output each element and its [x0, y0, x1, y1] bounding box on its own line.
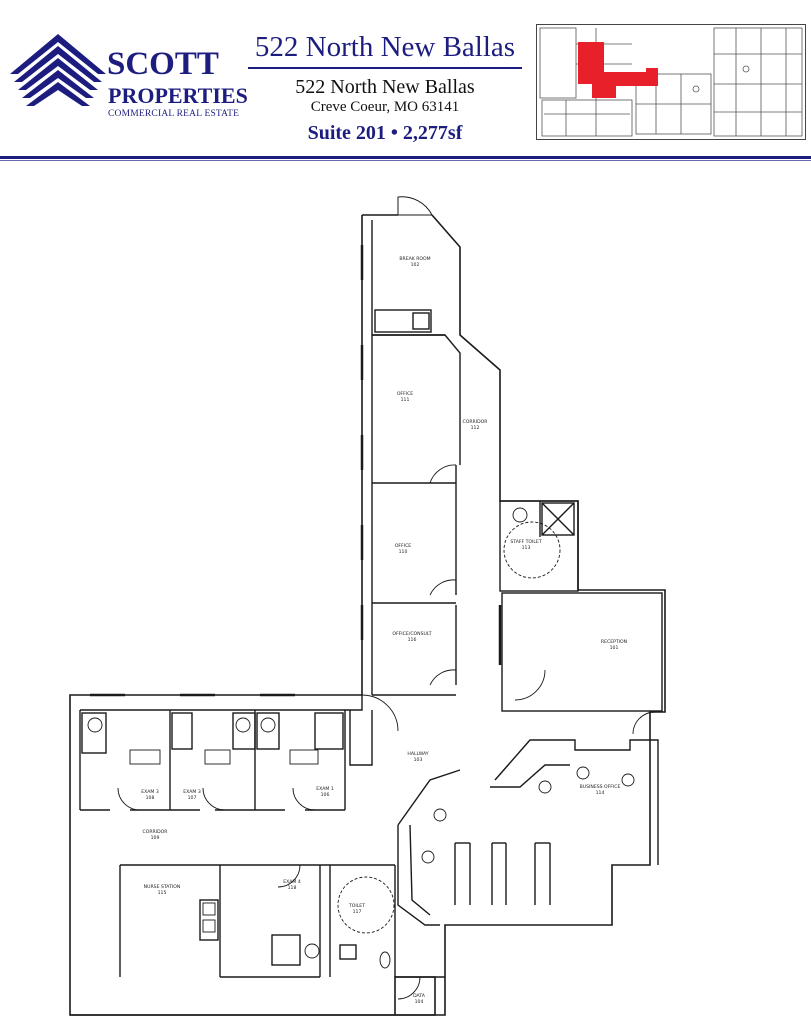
room-label-staff-toilet: STAFF TOILET: [510, 539, 541, 545]
room-label-exam-107: EXAM 3: [183, 789, 201, 795]
room-label-corridor-109: CORRIDOR: [143, 829, 169, 835]
sink-icon: [260, 717, 276, 733]
sink-icon: [235, 717, 251, 733]
room-label-office-110: OFFICE: [395, 543, 411, 549]
room-label-exam-108: EXAM 3: [141, 789, 159, 795]
suite-highlight: [578, 42, 658, 98]
header-rule-thin: [0, 160, 811, 161]
room-number-office-111: 111: [401, 397, 410, 403]
room-number-exam-108: 108: [146, 795, 155, 801]
page-title: 522 North New Ballas: [254, 31, 516, 63]
room-number-corridor-109: 109: [151, 835, 160, 841]
room-label-corridor-112: CORRIDOR: [463, 419, 489, 425]
key-plan: [536, 24, 806, 140]
title-block: 522 North New Ballas 522 North New Balla…: [240, 30, 530, 145]
room-label-exam-4: EXAM 4: [283, 879, 301, 885]
room-label-office-111: OFFICE: [397, 391, 413, 397]
sink-icon: [304, 943, 320, 959]
room-number-office-consult: 116: [408, 637, 417, 643]
suite-info: Suite 201 • 2,277sf: [307, 122, 463, 144]
scott-properties-logo[interactable]: SCOTT PROPERTIES COMMERCIAL REAL ESTATE: [10, 30, 248, 130]
chair-icon: [421, 850, 435, 864]
room-number-break-room: 102: [411, 262, 420, 268]
room-label-office-consult: OFFICE/CONSULT: [392, 631, 431, 637]
brand-sub: PROPERTIES: [108, 83, 248, 108]
room-label-reception: RECEPTION: [601, 639, 627, 645]
address-line-1: 522 North New Ballas: [295, 76, 475, 98]
room-number-hallway: 103: [414, 757, 423, 763]
chair-icon: [433, 808, 447, 822]
sink-icon: [512, 507, 528, 523]
room-number-corridor-112: 112: [471, 425, 480, 431]
room-label-break-room: BREAK ROOM: [399, 256, 430, 262]
room-number-business-office: 114: [596, 790, 605, 796]
room-number-reception: 101: [610, 645, 619, 651]
title-underline: [248, 67, 522, 69]
header-rule: [0, 156, 811, 159]
room-label-data: DATA: [413, 993, 426, 999]
chair-icon: [538, 780, 552, 794]
room-number-staff-toilet: 113: [522, 545, 531, 551]
room-label-hallway: HALLWAY: [407, 751, 428, 757]
room-number-exam-107: 107: [188, 795, 197, 801]
room-number-exam-106: 106: [321, 792, 330, 798]
brand-name: SCOTT: [107, 46, 219, 82]
room-number-exam-4: 118: [288, 885, 297, 891]
address-line-2: Creve Coeur, MO 63141: [310, 99, 460, 115]
room-label-exam-106: EXAM 1: [316, 786, 334, 792]
chevron-stack-icon: [10, 34, 106, 106]
room-number-office-110: 110: [399, 549, 408, 555]
toilet-fixture-icon: [379, 951, 391, 969]
room-label-business-office: BUSINESS OFFICE: [580, 784, 621, 790]
room-label-nurse-station: NURSE STATION: [144, 884, 181, 890]
room-number-data: 104: [415, 999, 424, 1005]
header: SCOTT PROPERTIES COMMERCIAL REAL ESTATE …: [0, 0, 811, 165]
room-label-toilet: TOILET: [348, 903, 365, 909]
exterior-wall-east-2: [395, 214, 666, 1016]
floor-plan: BREAK ROOM 102 OFFICE 111 CORRIDOR 112 O…: [69, 196, 666, 1016]
room-number-nurse-station: 115: [158, 890, 167, 896]
chair-icon: [621, 773, 635, 787]
chair-icon: [576, 766, 590, 780]
room-number-toilet: 117: [353, 909, 362, 915]
brand-tagline: COMMERCIAL REAL ESTATE: [108, 109, 240, 119]
sink-icon: [87, 717, 103, 733]
